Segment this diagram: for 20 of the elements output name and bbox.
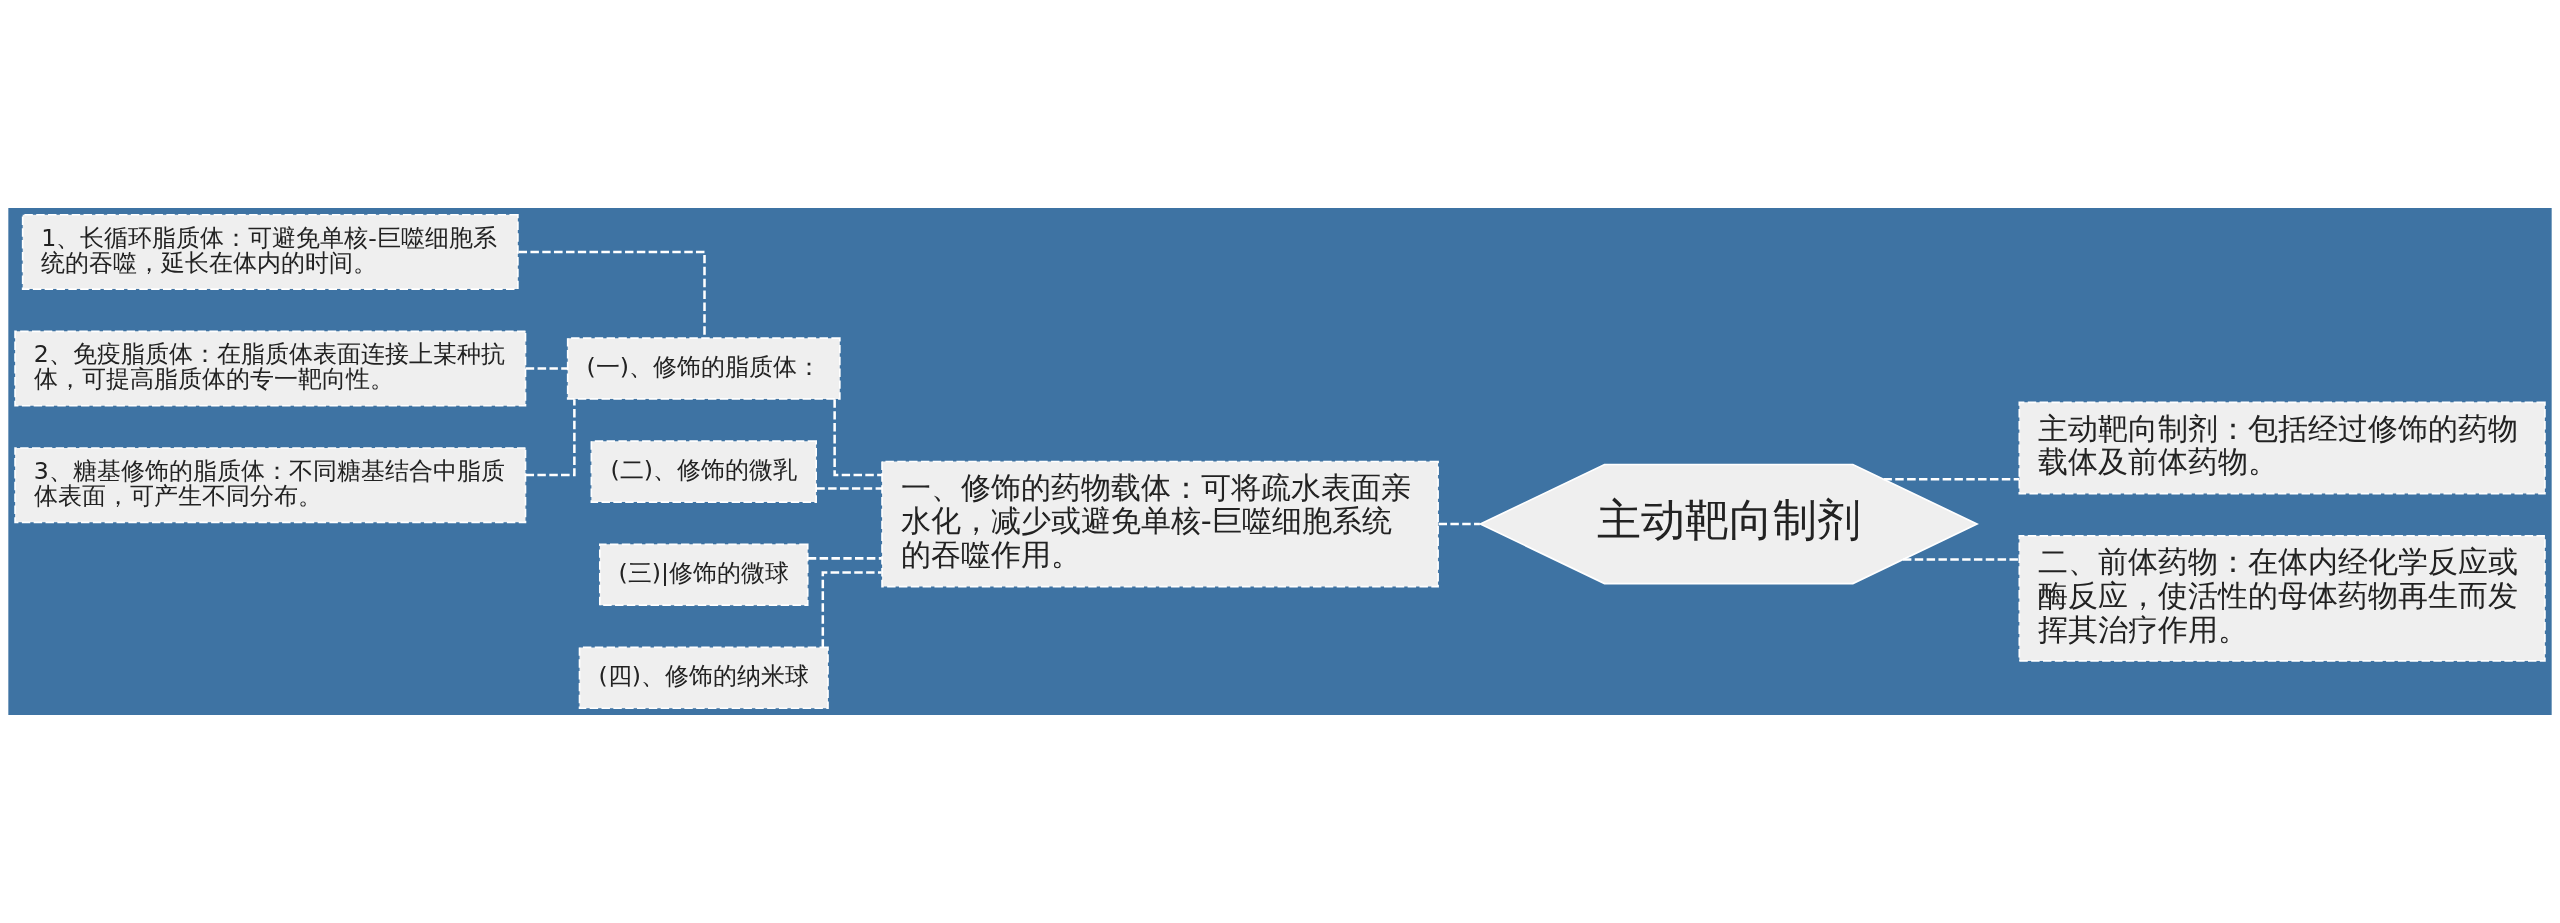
node-box: (一)、修饰的脂质体： bbox=[566, 337, 841, 400]
node-box: 3、糖基修饰的脂质体：不同糖基结合中脂质体表面，可产生不同分布。 bbox=[14, 447, 527, 524]
node-box: (四)、修饰的纳米球 bbox=[578, 646, 829, 710]
connector bbox=[1438, 522, 1480, 526]
connector bbox=[833, 399, 882, 477]
connector bbox=[1903, 558, 2020, 561]
node-box: 主动靶向制剂：包括经过修饰的药物载体及前体药物。 bbox=[2018, 401, 2546, 495]
node-box: 1、长循环脂质体：可避免单核-巨噬细胞系统的吞噬，延长在体内的时间。 bbox=[21, 213, 519, 290]
connector bbox=[821, 571, 882, 648]
node-box: 一、修饰的药物载体：可将疏水表面亲水化，减少或避免单核-巨噬细胞系统的吞噬作用。 bbox=[881, 460, 1439, 588]
connector bbox=[807, 557, 882, 560]
node-box: 二、前体药物：在体内经化学反应或酶反应，使活性的母体药物再生而发挥其治疗作用。 bbox=[2018, 535, 2546, 662]
connector bbox=[518, 250, 706, 338]
connector bbox=[525, 367, 568, 370]
connector bbox=[1883, 477, 2020, 481]
connector bbox=[525, 399, 576, 477]
node-box: (二)、修饰的微乳 bbox=[590, 440, 817, 503]
connector bbox=[816, 487, 882, 490]
node-box: (三)|修饰的微球 bbox=[599, 543, 809, 606]
node-box: 2、免疫脂质体：在脂质体表面连接上某种抗体，可提高脂质体的专一靶向性。 bbox=[14, 330, 527, 407]
